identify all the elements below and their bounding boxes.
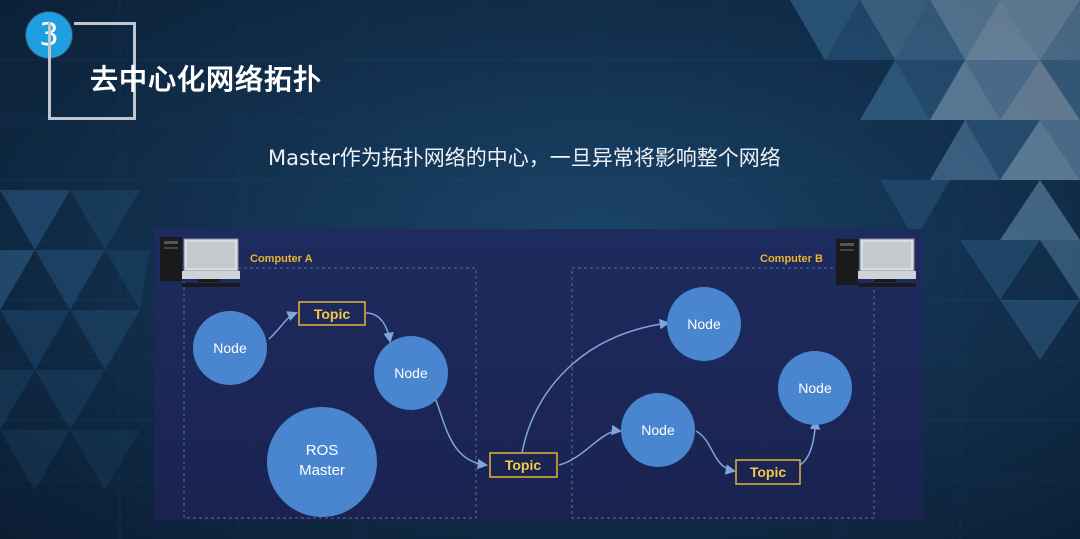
node-1: Node [193, 311, 267, 385]
slide-subtitle: Master作为拓扑网络的中心，一旦异常将影响整个网络 [268, 146, 781, 170]
node-2: Node [374, 336, 448, 410]
node-5: Node [778, 351, 852, 425]
computer-a-icon [160, 237, 240, 287]
computer-b-boundary [571, 267, 875, 519]
svg-text:Topic: Topic [314, 306, 351, 322]
background-triangles-left [0, 190, 150, 490]
node-3: Node [667, 287, 741, 361]
computer-a-boundary [183, 267, 477, 519]
svg-text:Topic: Topic [505, 457, 542, 473]
edge-topic-3-to-node-5 [799, 418, 821, 466]
network-topology-diagram: Computer A Computer B Node Node [154, 229, 924, 520]
computer-a-label: Computer A [250, 253, 313, 265]
topic-3: Topic [735, 459, 801, 485]
svg-text:Node: Node [798, 380, 832, 396]
svg-text:Node: Node [687, 316, 721, 332]
diagram-canvas: Computer A Computer B Node Node [160, 237, 916, 519]
svg-text:Topic: Topic [750, 464, 787, 480]
edge-node-2-to-topic-2 [433, 394, 489, 470]
svg-text:Node: Node [641, 422, 675, 438]
svg-text:ROS: ROS [306, 442, 339, 459]
background-triangles-right [790, 0, 1080, 360]
title-frame [48, 22, 136, 120]
edge-node-4-to-topic-3 [695, 430, 737, 475]
node-4: Node [621, 393, 695, 467]
computer-b-icon [836, 238, 916, 287]
svg-text:Node: Node [213, 340, 247, 356]
edge-topic-2-to-node-3 [521, 318, 671, 454]
edge-topic-2-to-node-4 [558, 424, 623, 466]
topic-2: Topic [489, 452, 558, 478]
edge-topic-1-to-node-2 [365, 312, 394, 344]
title-frame-top-edge [74, 22, 136, 25]
computer-b-label: Computer B [760, 253, 823, 265]
svg-text:Master: Master [299, 462, 345, 479]
svg-text:Node: Node [394, 365, 428, 381]
ros-master-node: ROS Master [267, 407, 377, 517]
topic-1: Topic [298, 301, 366, 326]
page-title: 去中心化网络拓扑 [90, 63, 323, 96]
edge-node-to-topic-1 [268, 311, 298, 340]
